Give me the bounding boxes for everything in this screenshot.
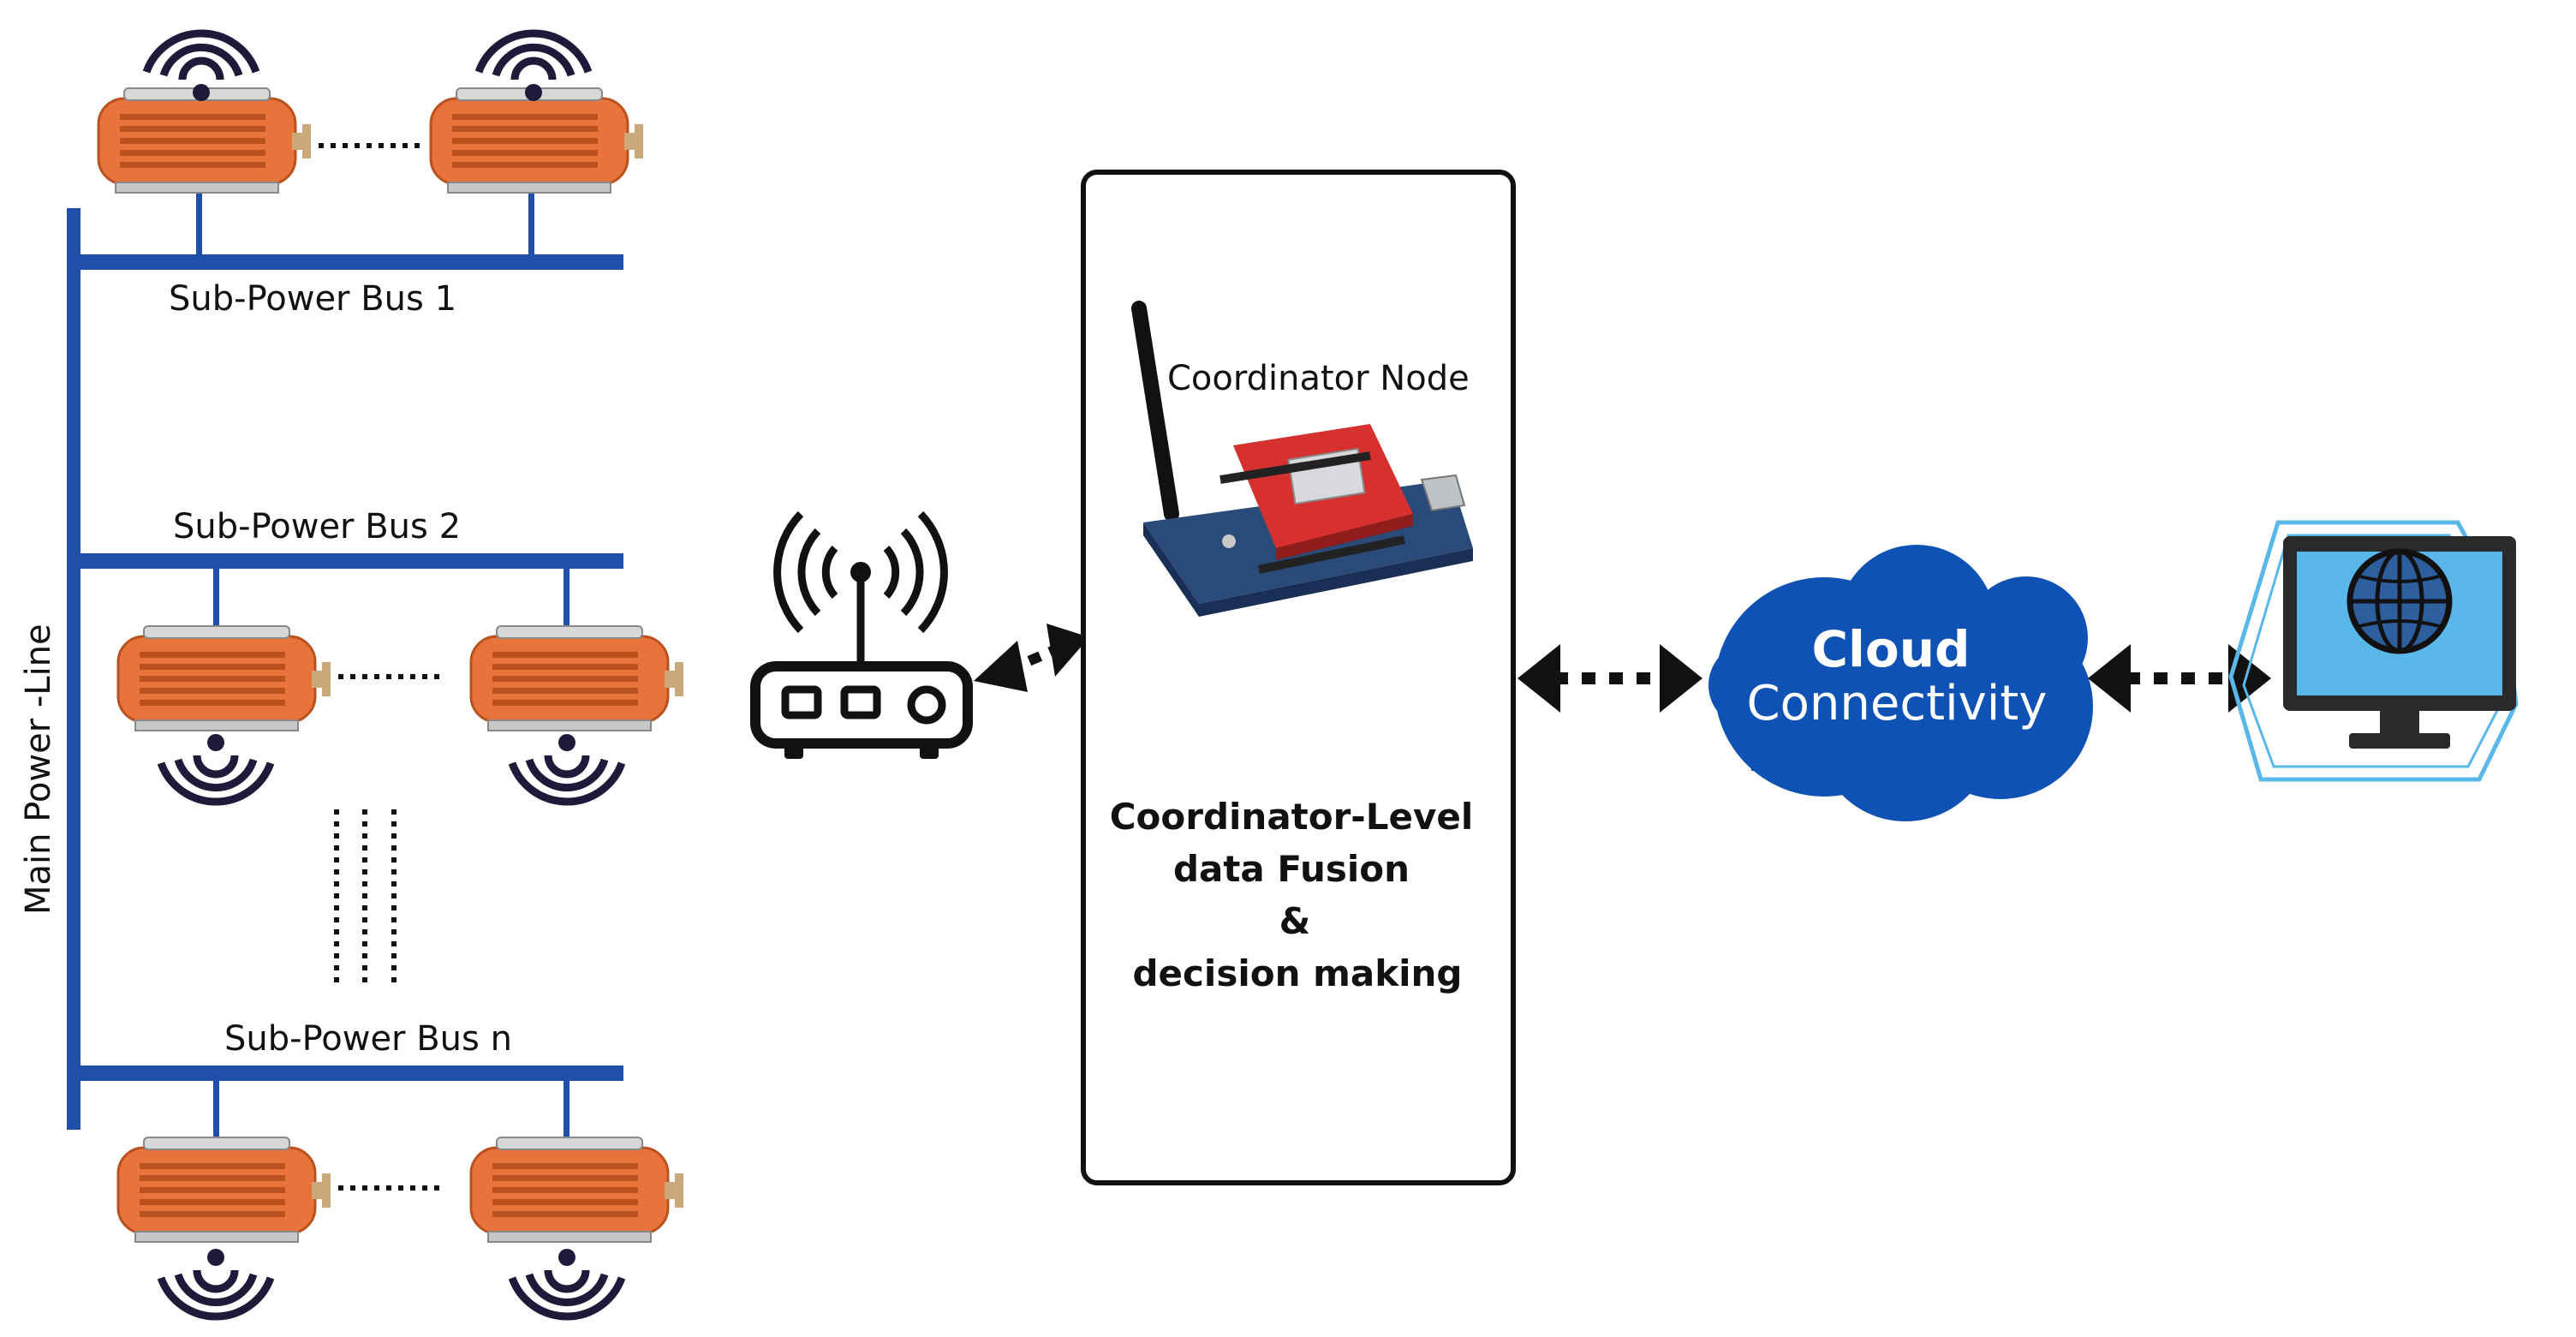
sub-power-bus-1-label: Sub-Power Bus 1 bbox=[169, 279, 456, 319]
bus1-drop-right bbox=[528, 190, 534, 259]
router-coordinator-link-arrow bbox=[974, 624, 1089, 692]
coordinator-panel bbox=[1081, 170, 1516, 1185]
motor-group-bus-n bbox=[116, 1136, 685, 1316]
cloud-computer-link-arrow bbox=[2088, 644, 2271, 713]
motor-icon bbox=[469, 624, 685, 732]
arduino-xbee-board-icon bbox=[1131, 301, 1473, 617]
busn-drop-left bbox=[213, 1077, 219, 1137]
motor-icon bbox=[469, 1136, 685, 1244]
motor-group-bus-1 bbox=[97, 33, 645, 194]
sub-power-bus-n-line bbox=[67, 1065, 623, 1081]
bus2-drop-left bbox=[213, 565, 219, 627]
coordinator-node-label: Coordinator Node bbox=[1167, 359, 1470, 398]
motor-group-bus-2 bbox=[116, 624, 685, 802]
fusion-line-2: data Fusion bbox=[1173, 848, 1410, 890]
cloud-label-line-1: Cloud bbox=[1811, 620, 1970, 678]
power-network bbox=[67, 190, 623, 1137]
sub-power-bus-2-label: Sub-Power Bus 2 bbox=[173, 507, 461, 546]
cloud-icon bbox=[1708, 545, 2093, 821]
wireless-signal-icon bbox=[512, 1249, 622, 1316]
main-power-line bbox=[67, 208, 80, 1130]
cloud-label-line-2: Connectivity bbox=[1747, 676, 2048, 731]
fusion-text-block: Coordinator-Level data Fusion & decision… bbox=[1110, 796, 1474, 994]
busn-drop-right bbox=[564, 1077, 569, 1137]
wireless-signal-icon bbox=[161, 1249, 271, 1316]
wifi-router-icon bbox=[750, 510, 973, 759]
motor-icon bbox=[116, 1136, 332, 1244]
motor-icon bbox=[116, 624, 332, 732]
main-power-line-label: Main Power -Line bbox=[19, 624, 58, 915]
computer-monitor-icon bbox=[2228, 520, 2519, 782]
motor-icon bbox=[97, 87, 313, 194]
fusion-line-4: decision making bbox=[1132, 952, 1462, 994]
fusion-line-1: Coordinator-Level bbox=[1110, 796, 1474, 838]
sub-power-bus-2-line bbox=[67, 553, 623, 569]
motor-icon bbox=[429, 87, 645, 194]
bus2-drop-right bbox=[564, 565, 569, 627]
sub-power-bus-n-label: Sub-Power Bus n bbox=[224, 1019, 512, 1059]
coordinator-cloud-link-arrow bbox=[1518, 644, 1702, 713]
cloud-connectivity-label: Cloud Connectivity bbox=[1747, 620, 2048, 731]
fusion-line-3: & bbox=[1279, 900, 1311, 942]
sub-power-bus-1-line bbox=[67, 254, 623, 270]
wireless-signal-icon bbox=[161, 734, 271, 802]
wireless-signal-icon bbox=[512, 734, 622, 802]
bus1-drop-left bbox=[196, 190, 202, 259]
